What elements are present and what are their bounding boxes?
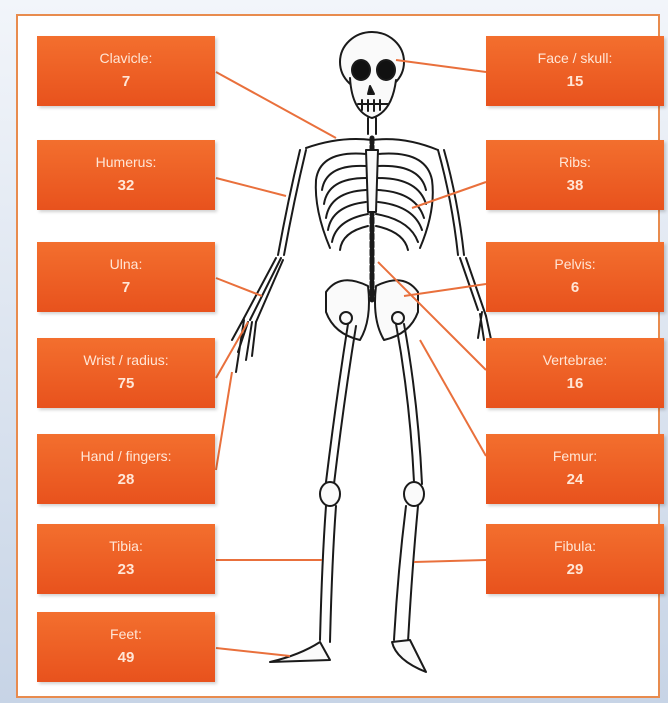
label-tibia: Tibia: 23 — [37, 524, 215, 594]
skull-icon — [340, 32, 404, 118]
label-feet-name: Feet: — [37, 622, 215, 646]
label-vertebrae: Vertebrae: 16 — [486, 338, 664, 408]
label-hand-fingers-name: Hand / fingers: — [37, 444, 215, 468]
label-femur-count: 24 — [486, 468, 664, 492]
label-pelvis-count: 6 — [486, 276, 664, 300]
label-pelvis-name: Pelvis: — [486, 252, 664, 276]
label-ribs-count: 38 — [486, 174, 664, 198]
label-vertebrae-name: Vertebrae: — [486, 348, 664, 372]
label-humerus-name: Humerus: — [37, 150, 215, 174]
label-wrist-radius: Wrist / radius: 75 — [37, 338, 215, 408]
label-feet-count: 49 — [37, 646, 215, 670]
label-vertebrae-count: 16 — [486, 372, 664, 396]
label-face-skull-name: Face / skull: — [486, 46, 664, 70]
label-humerus: Humerus: 32 — [37, 140, 215, 210]
label-wrist-radius-count: 75 — [37, 372, 215, 396]
label-ribs-name: Ribs: — [486, 150, 664, 174]
label-fibula-count: 29 — [486, 558, 664, 582]
label-clavicle-name: Clavicle: — [37, 46, 215, 70]
label-clavicle: Clavicle: 7 — [37, 36, 215, 106]
label-face-skull: Face / skull: 15 — [486, 36, 664, 106]
label-ulna: Ulna: 7 — [37, 242, 215, 312]
label-feet: Feet: 49 — [37, 612, 215, 682]
label-fibula: Fibula: 29 — [486, 524, 664, 594]
label-humerus-count: 32 — [37, 174, 215, 198]
label-hand-fingers: Hand / fingers: 28 — [37, 434, 215, 504]
label-clavicle-count: 7 — [37, 70, 215, 94]
label-face-skull-count: 15 — [486, 70, 664, 94]
label-tibia-count: 23 — [37, 558, 215, 582]
label-hand-fingers-count: 28 — [37, 468, 215, 492]
label-ulna-name: Ulna: — [37, 252, 215, 276]
label-femur-name: Femur: — [486, 444, 664, 468]
label-ribs: Ribs: 38 — [486, 140, 664, 210]
label-ulna-count: 7 — [37, 276, 215, 300]
label-fibula-name: Fibula: — [486, 534, 664, 558]
label-tibia-name: Tibia: — [37, 534, 215, 558]
label-wrist-radius-name: Wrist / radius: — [37, 348, 215, 372]
label-pelvis: Pelvis: 6 — [486, 242, 664, 312]
label-femur: Femur: 24 — [486, 434, 664, 504]
